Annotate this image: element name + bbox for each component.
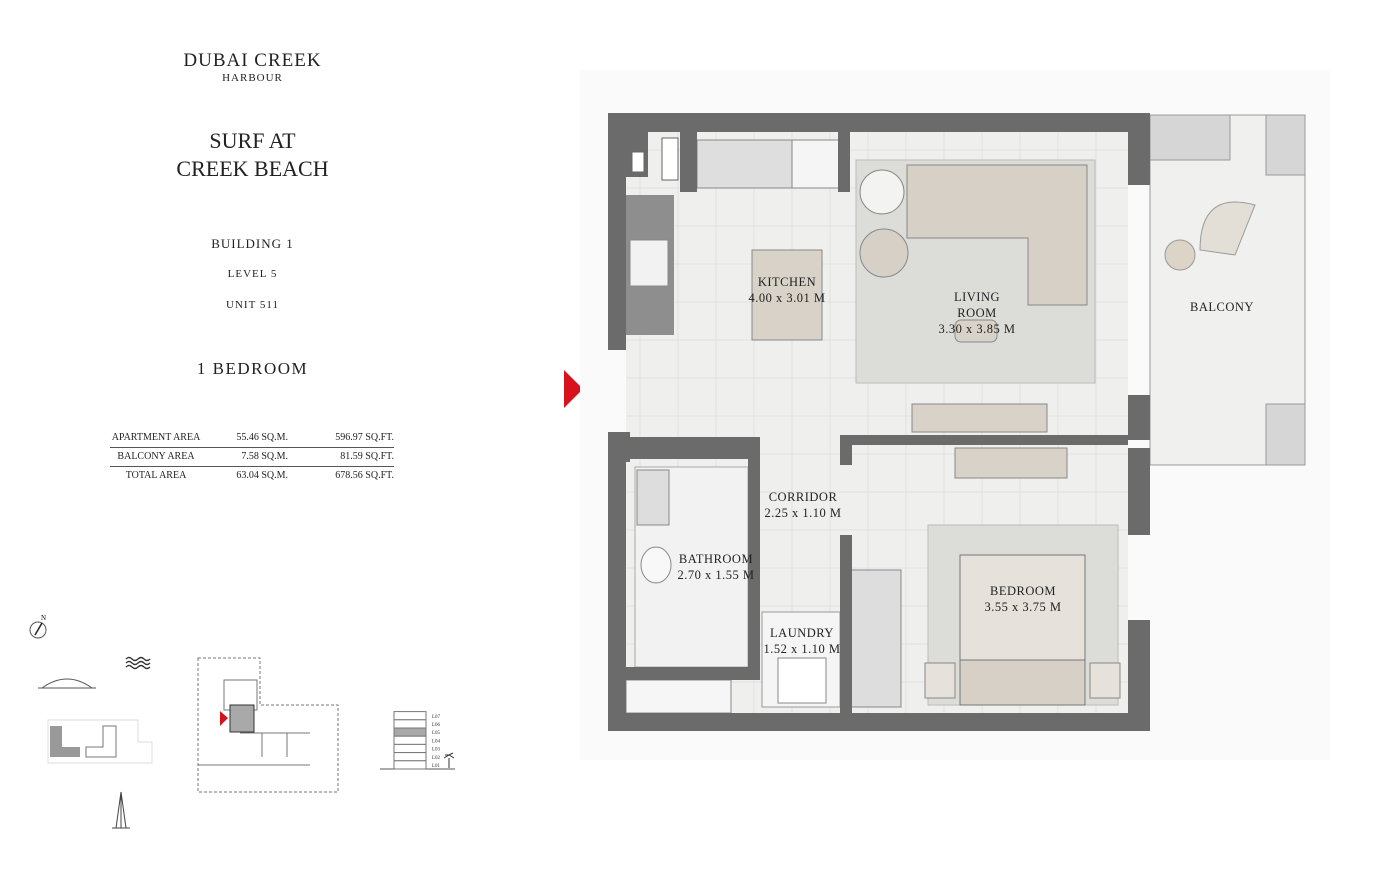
room-name-living-2: ROOM [957,306,997,320]
toilet [640,546,672,584]
palm-tree-icon [443,752,455,768]
room-name-laundry: LAUNDRY [770,626,834,640]
level-label: L03 [432,748,441,753]
side-table [859,169,905,215]
area-sqm: 63.04 SQ.M. [202,466,288,485]
level-label: L01 [432,764,441,769]
building-floor-plan [197,657,339,793]
vanity [636,469,670,526]
walls [608,113,1150,731]
room-size-bathroom: 2.70 x 1.55 M [678,568,755,582]
tower-icon [112,791,130,829]
nightstand-right [1089,662,1121,699]
room-name-balcony: BALCONY [1190,300,1254,314]
sofa [906,164,1088,306]
sink [696,139,793,189]
waves-icon [125,656,151,670]
room-name-kitchen: KITCHEN [758,275,816,289]
armchair [859,228,909,278]
balcony-table [1164,239,1196,271]
bridge-icon [38,678,96,689]
level-label: L04 [432,739,441,744]
area-sqft: 81.59 SQ.FT. [288,447,394,467]
washing-machine [777,657,827,704]
north-label: N [41,614,46,622]
bedroom-tv-unit [954,447,1068,479]
room-name-bathroom: BATHROOM [679,552,753,566]
area-label: APARTMENT AREA [111,432,201,443]
balcony-chair [1199,201,1256,256]
area-sqm: 7.58 SQ.M. [202,447,288,467]
coffee-table [954,319,998,343]
room-size-living: 3.30 x 3.85 M [939,322,1016,336]
entrance-arrow-icon [564,370,583,408]
bedroom-type: 1 BEDROOM [196,359,309,378]
tv-unit [911,403,1048,433]
compass-icon: N [29,614,47,639]
unit-marker-icon [220,711,228,726]
level-label: L05 [432,731,441,736]
nightstand-left [924,662,956,699]
area-sqft: 596.97 SQ.FT. [335,432,394,443]
storage [625,679,732,714]
dining-table [751,249,823,341]
room-size-corridor: 2.25 x 1.10 M [765,506,842,520]
room-name-corridor: CORRIDOR [769,490,838,504]
level-label: L02 [432,756,441,761]
area-sqm: 55.46 SQ.M. [236,432,288,443]
unit-highlight [229,704,255,733]
room-size-laundry: 1.52 x 1.10 M [764,642,841,656]
unit-label: UNIT 511 [226,299,279,311]
area-sqft: 678.56 SQ.FT. [288,466,394,485]
wardrobe [850,569,902,708]
area-label: TOTAL AREA [110,466,202,485]
level-label: L07 [432,715,441,720]
brand-sub: HARBOUR [222,72,283,84]
brand-name: DUBAI CREEK [183,50,322,71]
room-size-bedroom: 3.55 x 3.75 M [985,600,1062,614]
level-label: L06 [432,723,441,728]
hob [629,239,669,287]
room-size-kitchen: 4.00 x 3.01 M [749,291,826,305]
area-table: APARTMENT AREA 55.46 SQ.M. 596.97 SQ.FT. B… [110,429,394,485]
building-label: BUILDING 1 [211,236,294,251]
site-plan [47,719,153,764]
room-name-bedroom: BEDROOM [990,584,1056,598]
room-name-living-1: LIVING [954,290,1000,304]
project-title-line1: SURF AT [209,128,296,153]
level-label: LEVEL 5 [227,268,278,280]
table-row: APARTMENT AREA 55.46 SQ.M. 596.97 SQ.FT. [110,429,394,448]
level-bar [393,760,427,770]
project-title-line2: CREEK BEACH [176,156,329,181]
area-label: BALCONY AREA [110,447,202,467]
fridge [791,139,841,189]
